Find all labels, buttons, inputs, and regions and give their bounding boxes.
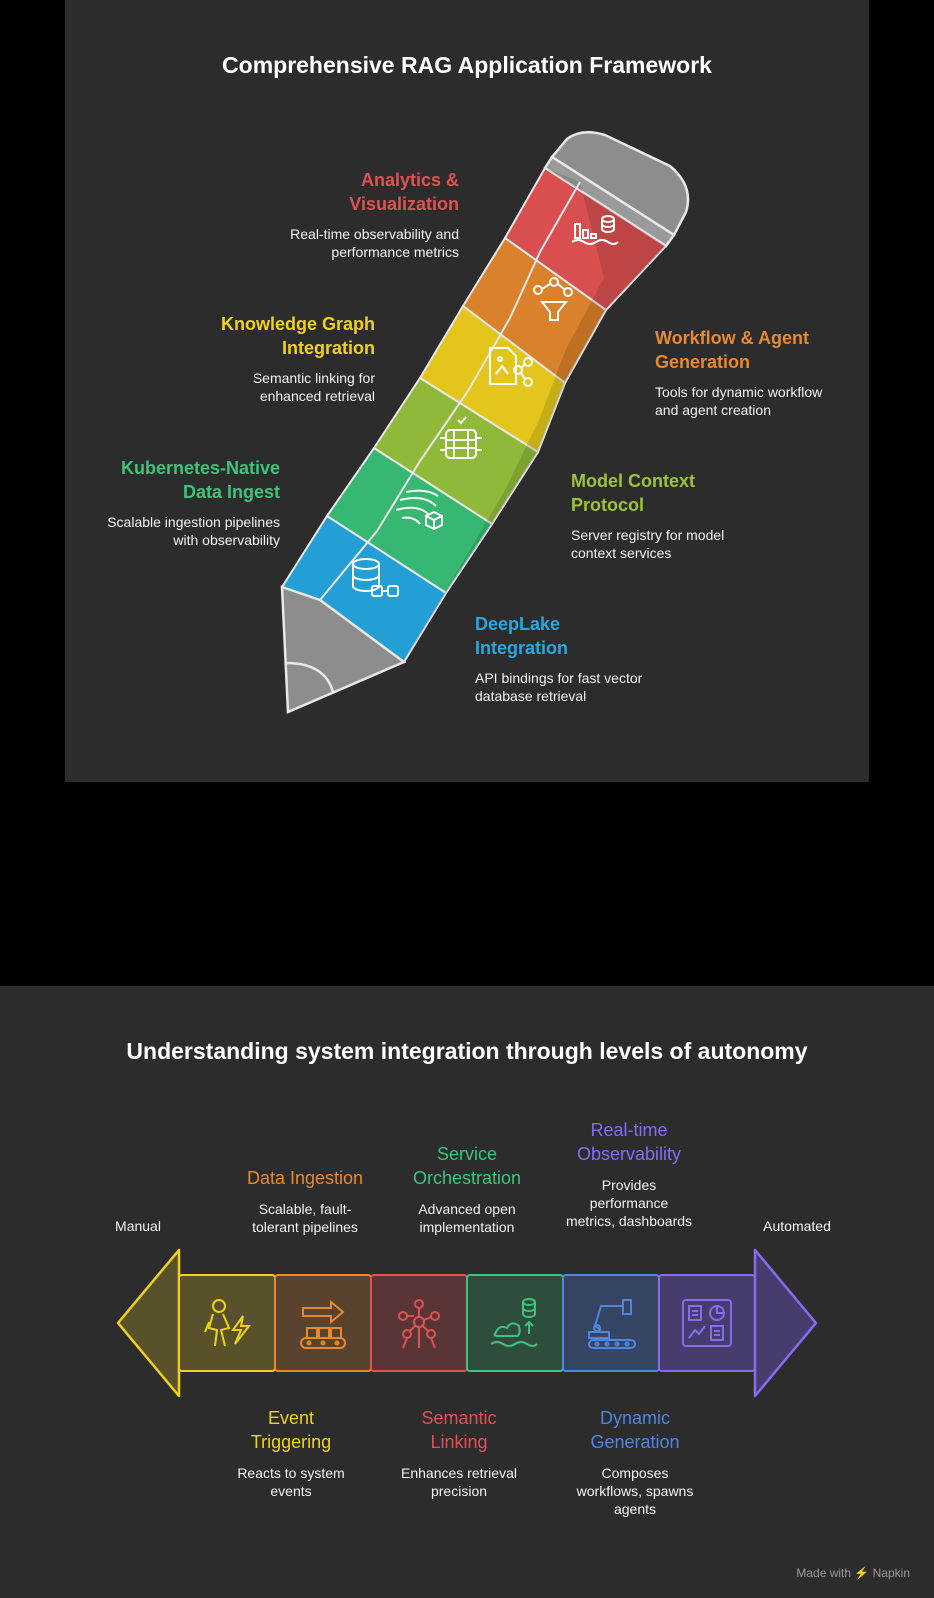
stage-box-semantic [370,1274,468,1372]
item-analytics: Analytics &Visualization Real-time obser… [290,170,459,260]
stage-data-ingestion: Data Ingestion Scalable, fault-tolerant … [246,1168,364,1235]
database-icon [352,558,399,597]
stage-box-dynamic [562,1274,660,1372]
network-icon [398,1299,440,1349]
orchestration-icon [490,1298,538,1347]
automated-label: Automated [763,1218,831,1234]
pencil-tip [280,585,407,714]
arrow-right-head [753,1248,818,1398]
ingest-icon [395,489,443,531]
manual-label: Manual [115,1218,161,1234]
dashboard-icon [682,1299,732,1347]
arrow-left-head [116,1248,181,1398]
stage-box-ingestion [274,1274,372,1372]
server-icon [440,416,482,459]
pencil-diagram [280,131,690,714]
stage-box-observability [658,1274,756,1372]
robot-arm-icon [588,1299,636,1349]
autonomy-title: Understanding system integration through… [126,1038,808,1064]
workflow-icon [533,277,573,321]
framework-title: Comprehensive RAG Application Framework [222,52,712,78]
conveyor-icon [300,1299,346,1349]
napkin-credit: Made with ⚡ Napkin [796,1566,910,1580]
pencil-eraser [550,131,690,237]
analytics-icon [571,215,619,245]
person-lightning-icon [204,1299,252,1347]
knowledge-graph-icon [489,347,533,387]
